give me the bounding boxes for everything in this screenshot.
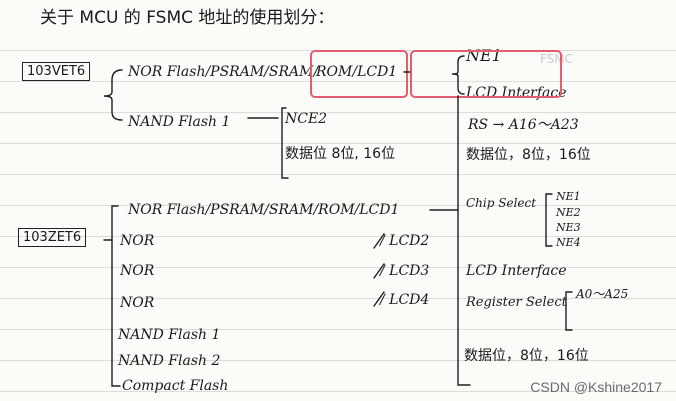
data-width-label-3: 数据位，8位，16位 <box>464 348 589 364</box>
slash-lcd4 <box>373 291 385 307</box>
nor-label-4: NOR <box>120 295 155 311</box>
highlight-rom-lcd1 <box>310 50 408 98</box>
slash-lcd3 <box>373 263 385 279</box>
rom-lcd1-label: ROM/LCD1 <box>316 64 398 80</box>
bank1-label: NOR Flash/PSRAM/SRAM/ <box>128 64 319 80</box>
lcd-interface-label-2: LCD Interface <box>466 263 567 279</box>
brace-vet6 <box>103 69 123 121</box>
highlight-ne1 <box>410 50 562 98</box>
a0-a25-label: A0～A25 <box>576 287 629 301</box>
lcd2-label: / LCD2 <box>380 233 430 249</box>
ne4-item: NE4 <box>556 236 581 249</box>
page-title: 关于 MCU 的 FSMC 地址的使用划分： <box>40 8 335 28</box>
rs-address-label: RS → A16～A23 <box>468 117 579 133</box>
chip-label-103zet6: 103ZET6 <box>18 228 87 247</box>
lcd3-label: / LCD3 <box>380 263 430 279</box>
brace-nce2 <box>281 107 289 179</box>
ne2-item: NE2 <box>556 206 581 219</box>
vertical-line-right <box>457 95 471 386</box>
compact-flash-label: Compact Flash <box>122 378 229 394</box>
bleed-through-text: FSMC <box>540 52 574 66</box>
ne3-item: NE3 <box>556 221 581 234</box>
chip-select-label: Chip Select <box>466 196 537 210</box>
brace-address <box>565 291 573 331</box>
ne1-item: NE1 <box>556 190 581 203</box>
watermark: CSDN @Kshine2017 <box>530 379 662 395</box>
nor-label-3: NOR <box>120 263 155 279</box>
brace-zet6 <box>111 205 121 387</box>
chip-label-103vet6: 103VET6 <box>22 62 91 81</box>
zet6-bank1-label: NOR Flash/PSRAM/SRAM/ROM/LCD1 <box>128 202 400 218</box>
data-width-label-1: 数据位 8位, 16位 <box>285 146 396 162</box>
nor-label-2: NOR <box>120 233 155 249</box>
lcd4-label: / LCD4 <box>380 292 430 308</box>
nand-flash2-label: NAND Flash 2 <box>118 353 221 369</box>
nand-flash1-label: NAND Flash 1 <box>128 114 231 130</box>
brace-ne1 <box>451 55 465 95</box>
brace-ne-list <box>545 193 553 247</box>
nce2-label: NCE2 <box>285 111 328 127</box>
nand-flash1-label-2: NAND Flash 1 <box>118 327 221 343</box>
slash-lcd2 <box>373 233 385 249</box>
data-width-label-2: 数据位，8位，16位 <box>466 147 591 163</box>
register-select-label: Register Select <box>466 295 567 310</box>
